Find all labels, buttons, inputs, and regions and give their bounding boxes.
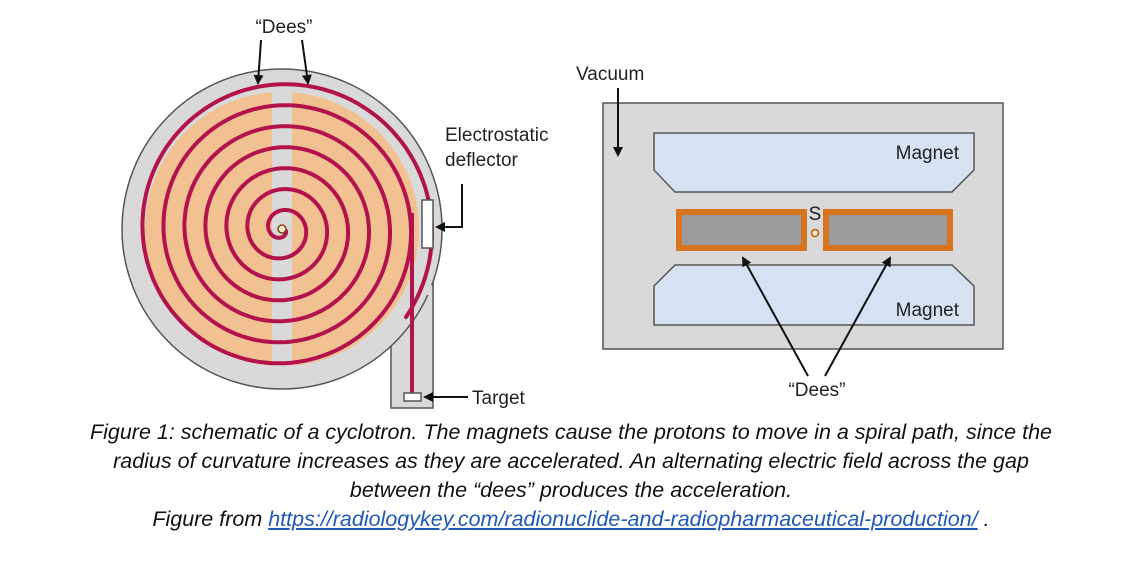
dees-label-section: “Dees” [788,380,845,401]
caption-line-2: radius of curvature increases as they ar… [113,449,1029,473]
target [403,392,422,402]
dees-arrow-section-left [742,256,809,377]
dees-arrow-left [253,39,264,85]
source-link[interactable]: https://radiologykey.com/radionuclide-an… [268,507,978,531]
electrostatic-deflector [421,199,434,249]
cyclotron-cross-section: Magnet Magnet S Vacuum “Dees” [576,64,1004,401]
magnet-bottom [653,264,975,326]
magnet-top [653,132,975,193]
figure-caption: Figure 1: schematic of a cyclotron. The … [0,418,1142,534]
caption-source-line: Figure from https://radiologykey.com/rad… [0,505,1142,534]
target-label: Target [472,388,526,409]
caption-source-prefix: Figure from [152,507,269,531]
ion-source [277,224,287,234]
deflector-label-line2: deflector [445,150,519,171]
ion-source-section [810,228,820,238]
magnet-top-label: Magnet [896,143,960,164]
dees-arrow-right [301,39,312,85]
dee-section-right [823,209,953,251]
dees-arrow-section-right [824,256,891,377]
source-label: S [809,204,822,225]
magnet-bottom-label: Magnet [896,300,960,321]
caption-line-3: between the “dees” produces the accelera… [349,478,793,502]
dee-section-left [676,209,807,251]
dees-label-left-view: “Dees” [255,17,312,38]
vacuum-label: Vacuum [576,64,644,85]
proton-spiral-path [140,82,435,366]
cyclotron-top-view: “Dees” Electrostatic deflector Target [121,17,548,409]
deflector-label-line1: Electrostatic [445,125,548,146]
caption-source-suffix: . [977,507,990,531]
cyclotron-diagram: “Dees” Electrostatic deflector Target Ma… [121,17,1004,409]
caption-line-1: Figure 1: schematic of a cyclotron. The … [89,420,1053,444]
deflector-arrow [435,184,463,232]
